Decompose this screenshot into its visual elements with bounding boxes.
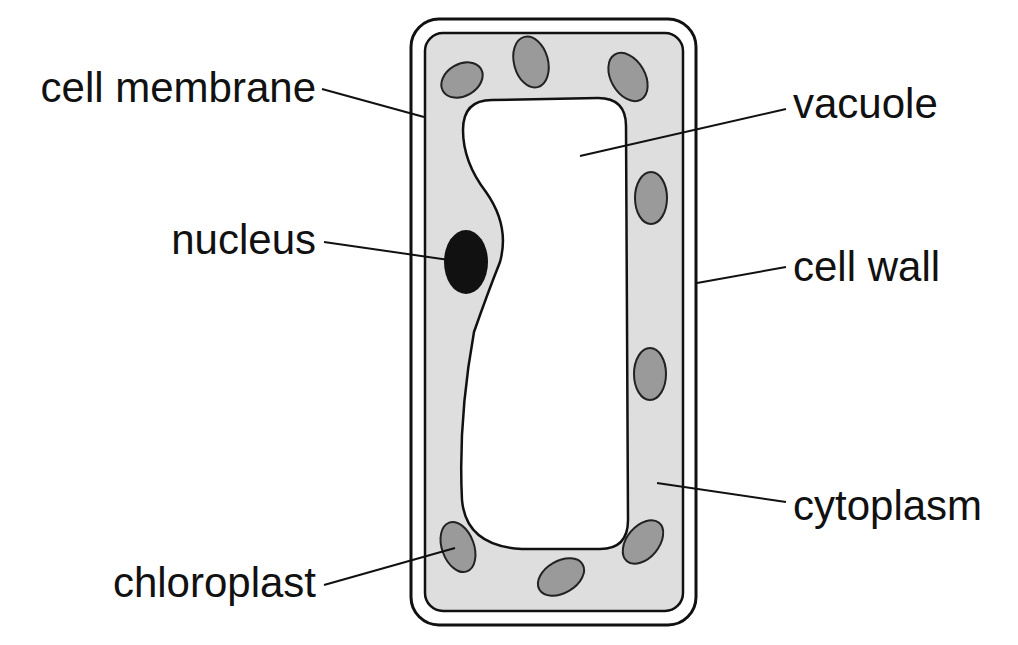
part-label: cell wall	[793, 244, 940, 290]
part-label: cytoplasm	[793, 483, 982, 529]
cell-membrane	[425, 33, 683, 611]
part-label: cell membrane	[41, 65, 316, 111]
part-label: nucleus	[171, 217, 316, 263]
vacuole	[461, 98, 628, 549]
nucleus	[444, 230, 488, 294]
part-label: chloroplast	[113, 560, 316, 606]
leader-lines	[322, 89, 786, 585]
cell-wall	[411, 19, 696, 625]
part-label: vacuole	[793, 81, 938, 127]
chloroplasts	[434, 32, 671, 603]
